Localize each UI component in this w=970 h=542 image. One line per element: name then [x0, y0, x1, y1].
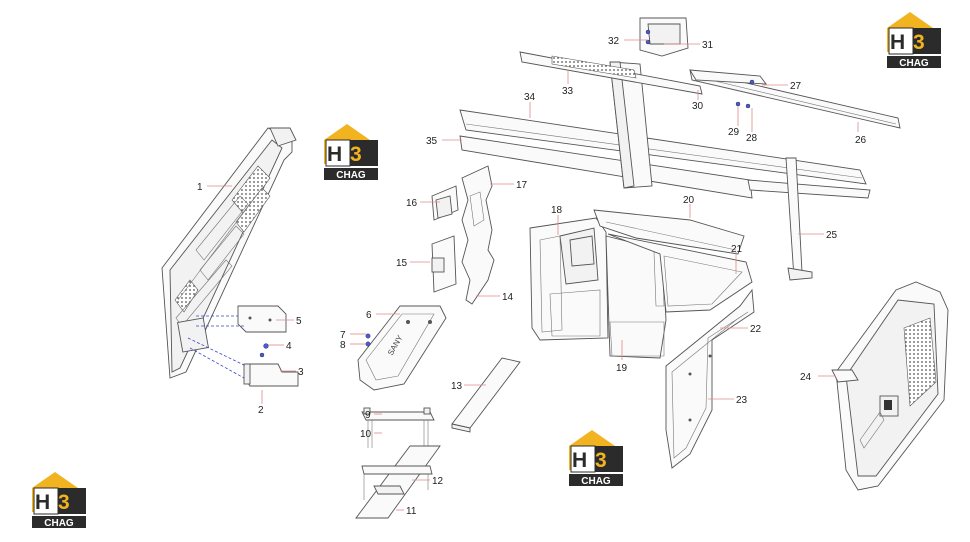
- callout-33: 33: [562, 86, 574, 97]
- brand-word: CHAG: [581, 476, 611, 487]
- brand-word: CHAG: [336, 170, 366, 181]
- brand-logo-center: H 3 CHAG: [565, 426, 627, 488]
- part-25-support-leg: [785, 157, 813, 281]
- part-1-left-door-panel: [161, 127, 297, 379]
- callout-20: 20: [683, 195, 695, 206]
- callout-2: 2: [258, 405, 264, 416]
- brand-logo-upper-left: H 3 CHAG: [320, 120, 382, 182]
- callout-5: 5: [296, 316, 302, 327]
- callout-31: 31: [702, 40, 714, 51]
- callout-8: 8: [340, 340, 346, 351]
- brand-mark-3: 3: [913, 31, 925, 54]
- part-35-34-long-rail: [459, 109, 871, 199]
- part-5-bracket: [196, 305, 287, 333]
- brand-word: CHAG: [899, 58, 929, 69]
- brand-logo-top-right: H 3 CHAG: [883, 8, 945, 70]
- callout-30: 30: [692, 101, 704, 112]
- callout-10: 10: [360, 429, 372, 440]
- callout-18: 18: [551, 205, 563, 216]
- callout-24: 24: [800, 372, 812, 383]
- part-11-12-base-plate: [355, 445, 441, 519]
- part-26-30-right-rail: [689, 69, 901, 129]
- callout-29: 29: [728, 127, 740, 138]
- part-17-14-gasket: [461, 165, 495, 305]
- leader-lines: [207, 39, 859, 511]
- callout-16: 16: [406, 198, 418, 209]
- callout-28: 28: [746, 133, 758, 144]
- callout-15: 15: [396, 258, 408, 269]
- part-22-23-lower-panel: [665, 288, 755, 469]
- brand-logo-bottom-left: H 3 CHAG: [28, 468, 90, 530]
- part-2-3-4-hinge-assembly: [187, 337, 299, 387]
- callout-14: 14: [502, 292, 514, 303]
- part-20-top-cover: [593, 209, 745, 255]
- callout-23: 23: [736, 395, 748, 406]
- part-6-plate: SANY: [357, 305, 447, 391]
- callout-1: 1: [197, 182, 203, 193]
- part-15-block: [431, 235, 457, 293]
- part-24-right-door-panel: [831, 281, 949, 491]
- brand-mark-h: H: [890, 31, 905, 54]
- callout-26: 26: [855, 135, 867, 146]
- svg-text:H: H: [572, 449, 587, 472]
- svg-text:3: 3: [350, 143, 362, 166]
- callout-25: 25: [826, 230, 838, 241]
- callout-labels: 1 2 3 4 5 6 7 8 9 10 11 12 13 14 15 16 1…: [197, 36, 867, 517]
- part-33-31-vertical-frame: [519, 17, 703, 189]
- svg-text:3: 3: [58, 491, 70, 514]
- callout-7: 7: [340, 330, 346, 341]
- callout-35: 35: [426, 136, 438, 147]
- callout-13: 13: [451, 381, 463, 392]
- callout-21: 21: [731, 244, 743, 255]
- part-13-bar: [451, 357, 521, 433]
- callout-4: 4: [286, 341, 292, 352]
- part-16-block: [431, 185, 459, 221]
- part-18-19-center-panel: [529, 217, 667, 359]
- callout-32: 32: [608, 36, 620, 47]
- callout-27: 27: [790, 81, 802, 92]
- svg-text:H: H: [327, 143, 342, 166]
- svg-text:3: 3: [595, 449, 607, 472]
- part-9-10-stand: [361, 407, 435, 448]
- callout-19: 19: [616, 363, 628, 374]
- part-21-side-panel: [607, 233, 753, 313]
- callout-9: 9: [365, 410, 371, 421]
- callout-17: 17: [516, 180, 528, 191]
- callout-11: 11: [406, 506, 417, 517]
- svg-text:H: H: [35, 491, 50, 514]
- brand-word: CHAG: [44, 518, 74, 529]
- callout-3: 3: [298, 367, 304, 378]
- callout-34: 34: [524, 92, 536, 103]
- callout-22: 22: [750, 324, 762, 335]
- callout-12: 12: [432, 476, 444, 487]
- callout-6: 6: [366, 310, 372, 321]
